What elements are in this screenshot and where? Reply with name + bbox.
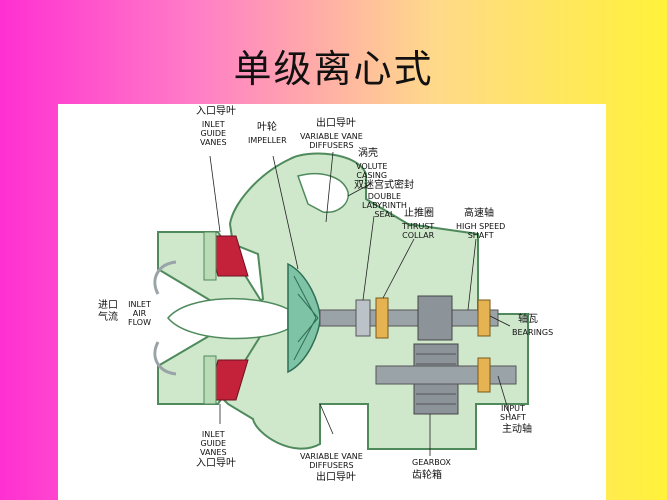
- labyrinth-zh: 双迷宫式密封: [354, 180, 414, 191]
- thrust-zh: 止推圈: [404, 208, 434, 219]
- labyrinth-seal: [355, 299, 371, 337]
- inlet-air-en: INLET AIR FLOW: [128, 300, 151, 327]
- gearbox-zh: 齿轮箱: [412, 470, 442, 481]
- labyrinth-en: DOUBLE LABYRINTH SEAL: [362, 192, 407, 219]
- input-shaft-en: INPUT SHAFT: [500, 404, 526, 422]
- bearings-zh: 轴瓦: [518, 314, 538, 325]
- diffusers-top-zh: 出口导叶: [316, 118, 356, 129]
- high-speed-shaft-zh: 高速轴: [464, 208, 494, 219]
- inlet-guide-vanes-bottom-en: INLET GUIDE VANES: [200, 430, 227, 457]
- inlet-air-zh: 进口 气流: [98, 300, 118, 323]
- inlet-flow-arrow-upper: [153, 260, 177, 295]
- slide-title: 单级离心式: [233, 47, 434, 91]
- diagram-panel: 入口导叶 INLET GUIDE VANES 叶轮 IMPELLER 出口导叶 …: [58, 104, 606, 500]
- compressor-diagram: [153, 151, 529, 456]
- diffusers-bottom-en: VARIABLE VANE DIFFUSERS: [300, 452, 363, 470]
- thrust-collar: [375, 297, 389, 339]
- diffusers-bottom-zh: 出口导叶: [316, 472, 356, 483]
- guide-vane-ring-upper: [203, 231, 217, 281]
- input-shaft: [375, 365, 517, 385]
- input-shaft-zh: 主动轴: [502, 424, 532, 435]
- high-speed-shaft: [319, 309, 499, 327]
- inlet-guide-vanes-top-zh: 入口导叶: [196, 106, 236, 117]
- impeller-en: IMPELLER: [248, 136, 287, 145]
- impeller-zh: 叶轮: [257, 122, 277, 133]
- inlet-guide-vanes-bottom-zh: 入口导叶: [196, 458, 236, 469]
- inlet-flow-arrow-lower: [153, 341, 177, 376]
- pinion-gear: [417, 295, 453, 341]
- high-speed-shaft-en: HIGH SPEED SHAFT: [456, 222, 506, 240]
- thrust-en: THRUST COLLAR: [402, 222, 435, 240]
- impeller-blades: [293, 275, 319, 361]
- bearings-en: BEARINGS: [512, 328, 554, 337]
- bearing-1: [477, 299, 491, 337]
- inlet-guide-vanes-top-en: INLET GUIDE VANES: [200, 120, 227, 147]
- diffusers-top-en: VARIABLE VANE DIFFUSERS: [300, 132, 363, 150]
- volute-zh: 涡壳: [358, 148, 378, 159]
- guide-vane-ring-lower: [203, 355, 217, 405]
- nose-cone: [167, 297, 289, 340]
- volute-en: VOLUTE CASING: [356, 162, 388, 180]
- bearing-2: [477, 357, 491, 393]
- leader-lines: [209, 151, 511, 456]
- gearbox-en: GEARBOX: [412, 458, 451, 467]
